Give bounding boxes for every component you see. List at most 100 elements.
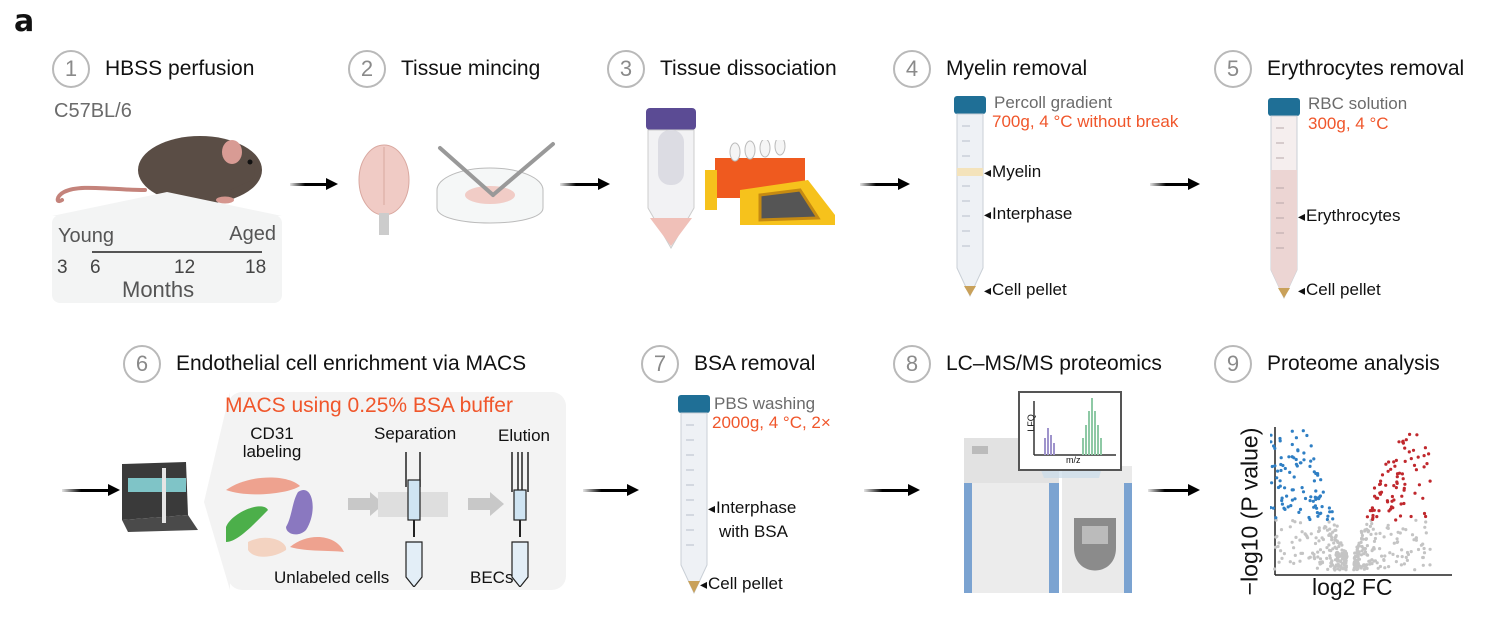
volcano-point-ns	[1365, 563, 1369, 567]
volcano-point-down	[1316, 473, 1320, 477]
volcano-point-up	[1427, 452, 1431, 456]
volcano-point-ns	[1316, 555, 1320, 559]
volcano-point-ns	[1292, 561, 1296, 565]
petri-dish-icon	[436, 142, 555, 224]
volcano-point-down	[1271, 506, 1275, 510]
volcano-point-up	[1401, 440, 1405, 444]
volcano-point-ns	[1345, 555, 1349, 559]
volcano-point-ns	[1368, 559, 1372, 563]
arrow-1-to-2	[290, 178, 338, 190]
volcano-point-ns	[1401, 527, 1405, 531]
step-title-8: LC–MS/MS proteomics	[946, 352, 1162, 375]
arrow-4-to-5	[1150, 178, 1200, 190]
volcano-point-down	[1287, 455, 1291, 459]
brain-icon	[358, 144, 410, 235]
volcano-point-down	[1311, 499, 1315, 503]
volcano-point-up	[1400, 494, 1404, 498]
ms-spectrum-inset: LFQ m/z	[1018, 391, 1122, 471]
volcano-point-down	[1290, 488, 1294, 492]
volcano-point-down	[1331, 517, 1335, 521]
volcano-point-ns	[1313, 541, 1318, 546]
step-4-header: 4 Myelin removal	[893, 50, 1087, 88]
step-1-header: 1 HBSS perfusion	[52, 50, 254, 88]
labeling-label: labeling	[242, 442, 302, 461]
volcano-point-up	[1392, 460, 1396, 464]
volcano-point-ns	[1333, 545, 1337, 549]
volcano-point-up	[1387, 460, 1391, 464]
volcano-point-down	[1272, 444, 1276, 448]
volcano-point-ns	[1333, 568, 1337, 572]
step-title-3: Tissue dissociation	[660, 57, 837, 80]
volcano-point-ns	[1428, 563, 1432, 567]
arrow-2-to-3	[560, 178, 610, 190]
tick-18: 18	[245, 257, 267, 278]
volcano-point-ns	[1320, 536, 1324, 540]
process-arrow-1-icon	[348, 492, 384, 516]
volcano-point-ns	[1318, 557, 1323, 561]
volcano-point-ns	[1391, 552, 1395, 556]
aged-label: Aged	[229, 223, 276, 245]
volcano-point-ns	[1421, 555, 1425, 560]
step-3-header: 3 Tissue dissociation	[607, 50, 837, 88]
volcano-point-ns	[1273, 567, 1277, 571]
volcano-point-down	[1290, 429, 1294, 433]
step-title-5: Erythrocytes removal	[1267, 57, 1465, 80]
volcano-point-ns	[1332, 541, 1336, 545]
macs-buffer-label: MACS using 0.25% BSA buffer	[225, 394, 513, 417]
volcano-point-down	[1326, 514, 1330, 518]
volcano-point-up	[1417, 483, 1421, 487]
volcano-point-ns	[1344, 568, 1348, 572]
volcano-y-axis-label: −log10 (P value)	[1236, 427, 1263, 596]
interphase-bsa-label: Interphase	[708, 498, 796, 518]
volcano-point-up	[1386, 469, 1390, 473]
volcano-point-ns	[1329, 561, 1333, 565]
volcano-point-down	[1278, 436, 1282, 441]
volcano-point-up	[1393, 464, 1397, 468]
volcano-point-ns	[1373, 536, 1377, 541]
volcano-point-down	[1313, 504, 1317, 508]
macs-process-box: MACS using 0.25% BSA buffer CD31 labelin…	[225, 392, 566, 590]
volcano-point-ns	[1292, 546, 1296, 550]
volcano-point-ns	[1333, 538, 1337, 542]
volcano-point-ns	[1410, 533, 1415, 537]
volcano-point-ns	[1309, 532, 1313, 536]
volcano-point-down	[1286, 505, 1290, 509]
volcano-point-ns	[1308, 555, 1312, 559]
volcano-point-ns	[1327, 520, 1331, 524]
volcano-point-up	[1421, 496, 1425, 500]
volcano-point-ns	[1342, 566, 1346, 570]
volcano-point-down	[1270, 464, 1274, 469]
volcano-point-ns	[1394, 560, 1398, 564]
volcano-point-down	[1295, 464, 1299, 468]
volcano-point-down	[1312, 457, 1316, 461]
volcano-point-down	[1308, 517, 1312, 522]
volcano-point-ns	[1335, 524, 1339, 528]
volcano-point-down	[1294, 457, 1298, 462]
volcano-point-ns	[1328, 554, 1332, 558]
volcano-point-ns	[1293, 520, 1297, 524]
volcano-point-ns	[1303, 532, 1307, 536]
volcano-point-ns	[1314, 536, 1318, 540]
mz-axis-label: m/z	[1066, 455, 1081, 465]
volcano-point-down	[1302, 458, 1306, 462]
volcano-point-down	[1283, 486, 1287, 490]
volcano-point-up	[1378, 482, 1382, 487]
volcano-point-ns	[1413, 568, 1417, 572]
timeline-axis	[92, 251, 262, 253]
volcano-point-ns	[1370, 522, 1374, 526]
volcano-point-ns	[1331, 530, 1335, 534]
volcano-point-down	[1281, 463, 1285, 468]
volcano-point-ns	[1364, 537, 1368, 541]
volcano-point-ns	[1367, 529, 1371, 533]
volcano-point-ns	[1395, 540, 1399, 544]
volcano-point-up	[1423, 446, 1427, 450]
percoll-method: Percoll gradient	[994, 93, 1113, 112]
volcano-point-ns	[1389, 532, 1393, 536]
volcano-point-down	[1279, 456, 1283, 460]
volcano-point-ns	[1405, 558, 1409, 562]
tick-6: 6	[90, 257, 101, 278]
volcano-point-ns	[1363, 550, 1368, 554]
volcano-point-down	[1293, 497, 1297, 501]
volcano-point-ns	[1298, 559, 1302, 563]
volcano-point-ns	[1385, 526, 1389, 530]
